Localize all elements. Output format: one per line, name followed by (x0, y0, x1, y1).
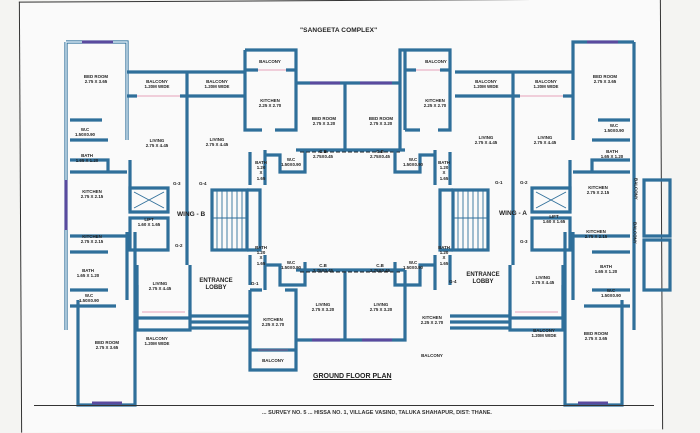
gate-label: G-1 (251, 281, 259, 286)
room-label-balcony: BALCONY (633, 178, 639, 200)
wing-b-walls (64, 40, 452, 407)
project-title: "SANGEETA COMPLEX" (300, 27, 378, 34)
room-label-balcony: BALCONY (425, 59, 447, 64)
wing-a-label: WING - A (499, 210, 527, 217)
footer-divider (34, 405, 654, 406)
wing-a-walls (393, 40, 672, 407)
gate-label: G-3 (173, 181, 181, 186)
room-label-balcony: BALCONY (259, 59, 281, 64)
gate-label: G-4 (199, 181, 207, 186)
plan-caption: GROUND FLOOR PLAN (313, 373, 392, 380)
room-label-balcony: BALCONY (262, 358, 284, 363)
gate-label: G-4 (449, 279, 457, 284)
gate-label: G-3 (520, 239, 528, 244)
room-label-balcony: BALCONY (632, 222, 638, 244)
gate-label: G-2 (520, 180, 528, 185)
floor-plan-drawing: .w{fill:none;stroke:#2f6f9a;stroke-width… (64, 40, 672, 407)
gate-label: G-1 (495, 180, 503, 185)
stair-treads-left (212, 190, 247, 250)
room-label-balcony: BALCONY (421, 353, 443, 358)
footer-address: ... SURVEY NO. 5 ... HISSA NO. 1, VILLAG… (262, 410, 492, 416)
gate-label: G-2 (175, 243, 183, 248)
wing-b-label: WING - B (177, 211, 206, 218)
